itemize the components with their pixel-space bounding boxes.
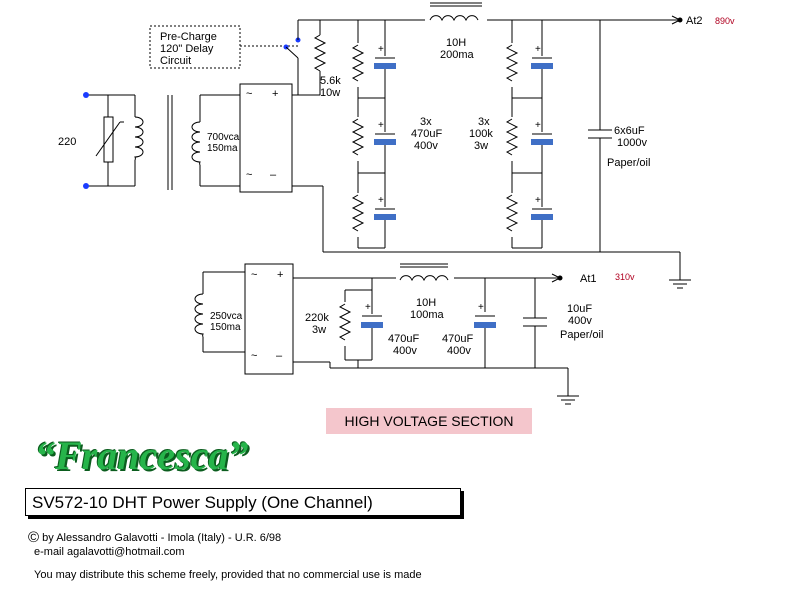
c2a-value: 470uF — [388, 333, 419, 345]
mains-terminal-dot — [83, 183, 89, 189]
cap-out1-value: 6x6uF — [614, 125, 645, 137]
copyright-icon: © — [28, 529, 40, 546]
tr1-secondary-current: 150ma — [207, 143, 238, 154]
svg-text:+: + — [277, 269, 283, 281]
author-credit: © by Alessandro Galavotti - Imola (Italy… — [28, 528, 282, 546]
res-bank-count: 3x — [478, 116, 490, 128]
svg-text:+: + — [378, 195, 384, 206]
svg-text:+: + — [365, 302, 371, 313]
bridge-rectifier-1: ~ + ~ – — [239, 83, 293, 193]
svg-text:~: ~ — [246, 169, 252, 181]
section-label: HIGH VOLTAGE SECTION — [326, 408, 532, 434]
res-bank-power: 3w — [474, 140, 488, 152]
cap-out2-type: Paper/oil — [560, 329, 603, 341]
resistor-220k-and-cap: + — [338, 278, 383, 368]
c2b-value: 470uF — [442, 333, 473, 345]
at2-label: At2 — [686, 15, 703, 27]
svg-text:+: + — [535, 120, 541, 131]
svg-text:+: + — [378, 120, 384, 131]
license-text: You may distribute this scheme freely, p… — [34, 569, 422, 581]
resistor-5-6k — [298, 19, 680, 96]
mains-voltage-label: 220 — [58, 136, 76, 148]
transformer-2 — [194, 271, 245, 353]
cap-bank-left-voltage: 400v — [414, 140, 438, 152]
choke-2 — [396, 262, 454, 282]
svg-text:–: – — [270, 169, 277, 181]
email-text: e-mail agalavotti@hotmail.com — [34, 546, 185, 558]
precharge-label-3: Circuit — [160, 55, 191, 67]
capacitor-6x6uf — [588, 20, 612, 252]
capacitor-bank-right: + + + — [505, 20, 553, 249]
cap-bank-left-value: 470uF — [411, 128, 442, 140]
svg-text:+: + — [478, 302, 484, 313]
precharge-label-1: Pre-Charge — [160, 31, 217, 43]
capacitor-c2b: + — [474, 278, 496, 368]
r2-power: 3w — [312, 324, 326, 336]
choke1-current: 200ma — [440, 49, 475, 61]
cap-out1-voltage: 1000v — [617, 137, 647, 149]
cap-out2-voltage: 400v — [568, 315, 592, 327]
at1-label: At1 — [580, 273, 597, 285]
capacitor-10uf — [523, 278, 547, 368]
choke-1 — [425, 0, 487, 24]
ground-symbol-1 — [669, 252, 691, 289]
cap-out2-value: 10uF — [567, 303, 592, 315]
ground-symbol-2 — [557, 368, 579, 405]
tr1-secondary-voltage: 700vca — [207, 132, 240, 143]
cap-bank-left-count: 3x — [420, 116, 432, 128]
at1-voltage: 310v — [615, 272, 635, 282]
at2-voltage: 890v — [715, 16, 735, 26]
res-bank-value: 100k — [469, 128, 493, 140]
c2a-voltage: 400v — [393, 345, 417, 357]
page-title: SV572-10 DHT Power Supply (One Channel) — [25, 488, 461, 516]
svg-text:–: – — [276, 350, 283, 362]
svg-text:+: + — [378, 44, 384, 55]
choke1-inductance: 10H — [446, 37, 466, 49]
mains-input — [83, 92, 136, 189]
capacitor-bank-left: + + + — [351, 20, 396, 249]
bridge-rectifier-2: ~ + ~ – — [244, 263, 294, 375]
svg-text:+: + — [272, 88, 278, 100]
r-bleeder-value: 5.6k — [320, 75, 341, 87]
author-text: by Alessandro Galavotti - Imola (Italy) … — [42, 532, 282, 544]
choke2-current: 100ma — [410, 309, 445, 321]
mains-terminal-dot — [83, 92, 89, 98]
svg-text:+: + — [535, 195, 541, 206]
precharge-label-2: 120" Delay — [160, 43, 214, 55]
svg-text:~: ~ — [251, 350, 257, 362]
tr2-secondary-current: 150ma — [210, 322, 241, 333]
svg-text:~: ~ — [246, 88, 252, 100]
svg-text:+: + — [535, 44, 541, 55]
tr2-secondary-voltage: 250vca — [210, 311, 243, 322]
cap-out1-type: Paper/oil — [607, 157, 650, 169]
r-bleeder-power: 10w — [320, 87, 340, 99]
c2b-voltage: 400v — [447, 345, 471, 357]
francesca-logo: “Francesca” — [35, 433, 249, 478]
transformer-1 — [134, 94, 240, 190]
r2-value: 220k — [305, 312, 329, 324]
precharge-delay-circuit — [149, 20, 301, 96]
svg-text:~: ~ — [251, 269, 257, 281]
choke2-inductance: 10H — [416, 297, 436, 309]
